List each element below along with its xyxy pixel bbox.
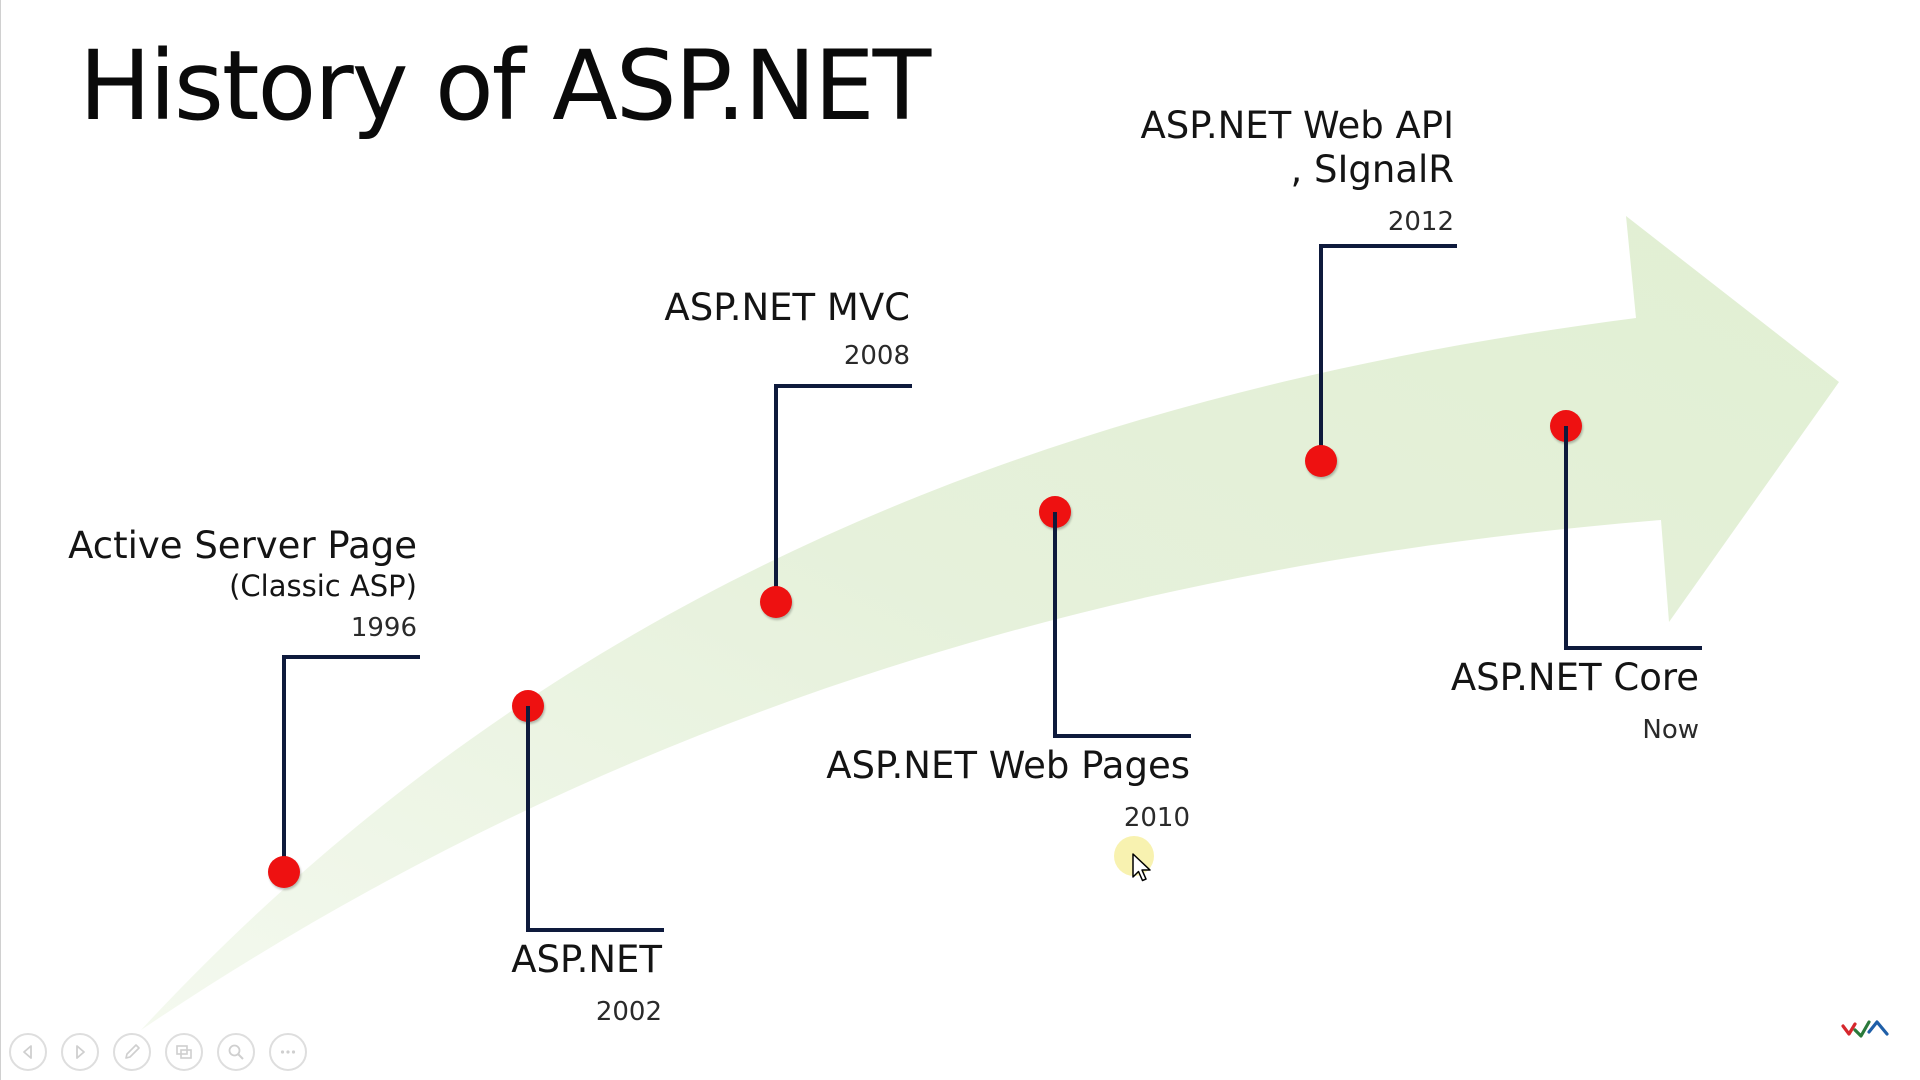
milestone-name: ASP.NET xyxy=(511,938,662,981)
milestone-year: 2008 xyxy=(843,341,910,371)
milestone-classic-asp-label: Active Server Page (Classic ASP) 1996 xyxy=(68,524,417,644)
mouse-pointer-icon xyxy=(1132,853,1151,882)
previous-slide-button[interactable] xyxy=(9,1033,47,1071)
milestone-web-api-label: ASP.NET Web API , SIgnalR 2012 xyxy=(1141,104,1455,238)
milestone-core-label: ASP.NET Core Now xyxy=(1451,656,1699,746)
milestone-web-pages-label: ASP.NET Web Pages 2010 xyxy=(826,744,1190,834)
milestone-name: ASP.NET Core xyxy=(1450,656,1699,699)
slides-grid-icon xyxy=(176,1045,192,1059)
connector-aspnet-horizontal xyxy=(526,928,664,932)
presenter-toolbar xyxy=(9,1033,307,1071)
milestone-classic-asp-marker[interactable] xyxy=(268,856,300,888)
connector-web-api-horizontal xyxy=(1319,244,1457,248)
connector-mvc-horizontal xyxy=(774,384,912,388)
connector-core-vertical xyxy=(1564,426,1568,650)
zoom-icon xyxy=(228,1044,244,1060)
milestone-year: 2010 xyxy=(1123,803,1190,833)
connector-mvc-vertical xyxy=(774,384,778,602)
next-slide-button[interactable] xyxy=(61,1033,99,1071)
milestone-name: ASP.NET Web Pages xyxy=(826,744,1190,787)
connector-web-pages-vertical xyxy=(1053,512,1057,738)
milestone-name: ASP.NET MVC xyxy=(664,286,910,329)
slide-title: History of ASP.NET xyxy=(79,30,931,142)
pen-button[interactable] xyxy=(113,1033,151,1071)
milestone-subtitle: (Classic ASP) xyxy=(229,569,417,603)
zoom-button[interactable] xyxy=(217,1033,255,1071)
milestone-mvc-label: ASP.NET MVC 2008 xyxy=(664,286,910,372)
see-all-slides-button[interactable] xyxy=(165,1033,203,1071)
connector-core-horizontal xyxy=(1564,646,1702,650)
milestone-name: Active Server Page xyxy=(68,524,417,567)
milestone-year: 2002 xyxy=(595,997,662,1027)
milestone-web-api-marker[interactable] xyxy=(1305,445,1337,477)
milestone-name: ASP.NET Web API xyxy=(1140,104,1455,147)
next-slide-icon xyxy=(76,1045,85,1059)
milestone-year: Now xyxy=(1642,715,1699,745)
previous-slide-icon xyxy=(23,1045,32,1059)
connector-classic-asp-horizontal xyxy=(282,655,420,659)
pen-icon xyxy=(125,1044,140,1059)
milestone-aspnet-label: ASP.NET 2002 xyxy=(511,938,662,1028)
connector-aspnet-vertical xyxy=(526,706,530,932)
milestone-mvc-marker[interactable] xyxy=(760,586,792,618)
connector-classic-asp-vertical xyxy=(282,655,286,871)
milestone-subtitle: , SIgnalR xyxy=(1290,148,1454,191)
more-options-icon xyxy=(280,1050,296,1054)
milestone-year: 2012 xyxy=(1387,207,1454,237)
connector-web-pages-horizontal xyxy=(1053,734,1191,738)
more-options-button[interactable] xyxy=(269,1033,307,1071)
milestone-year: 1996 xyxy=(350,613,417,643)
brand-logo-icon xyxy=(1841,1020,1889,1038)
connector-web-api-vertical xyxy=(1319,244,1323,446)
